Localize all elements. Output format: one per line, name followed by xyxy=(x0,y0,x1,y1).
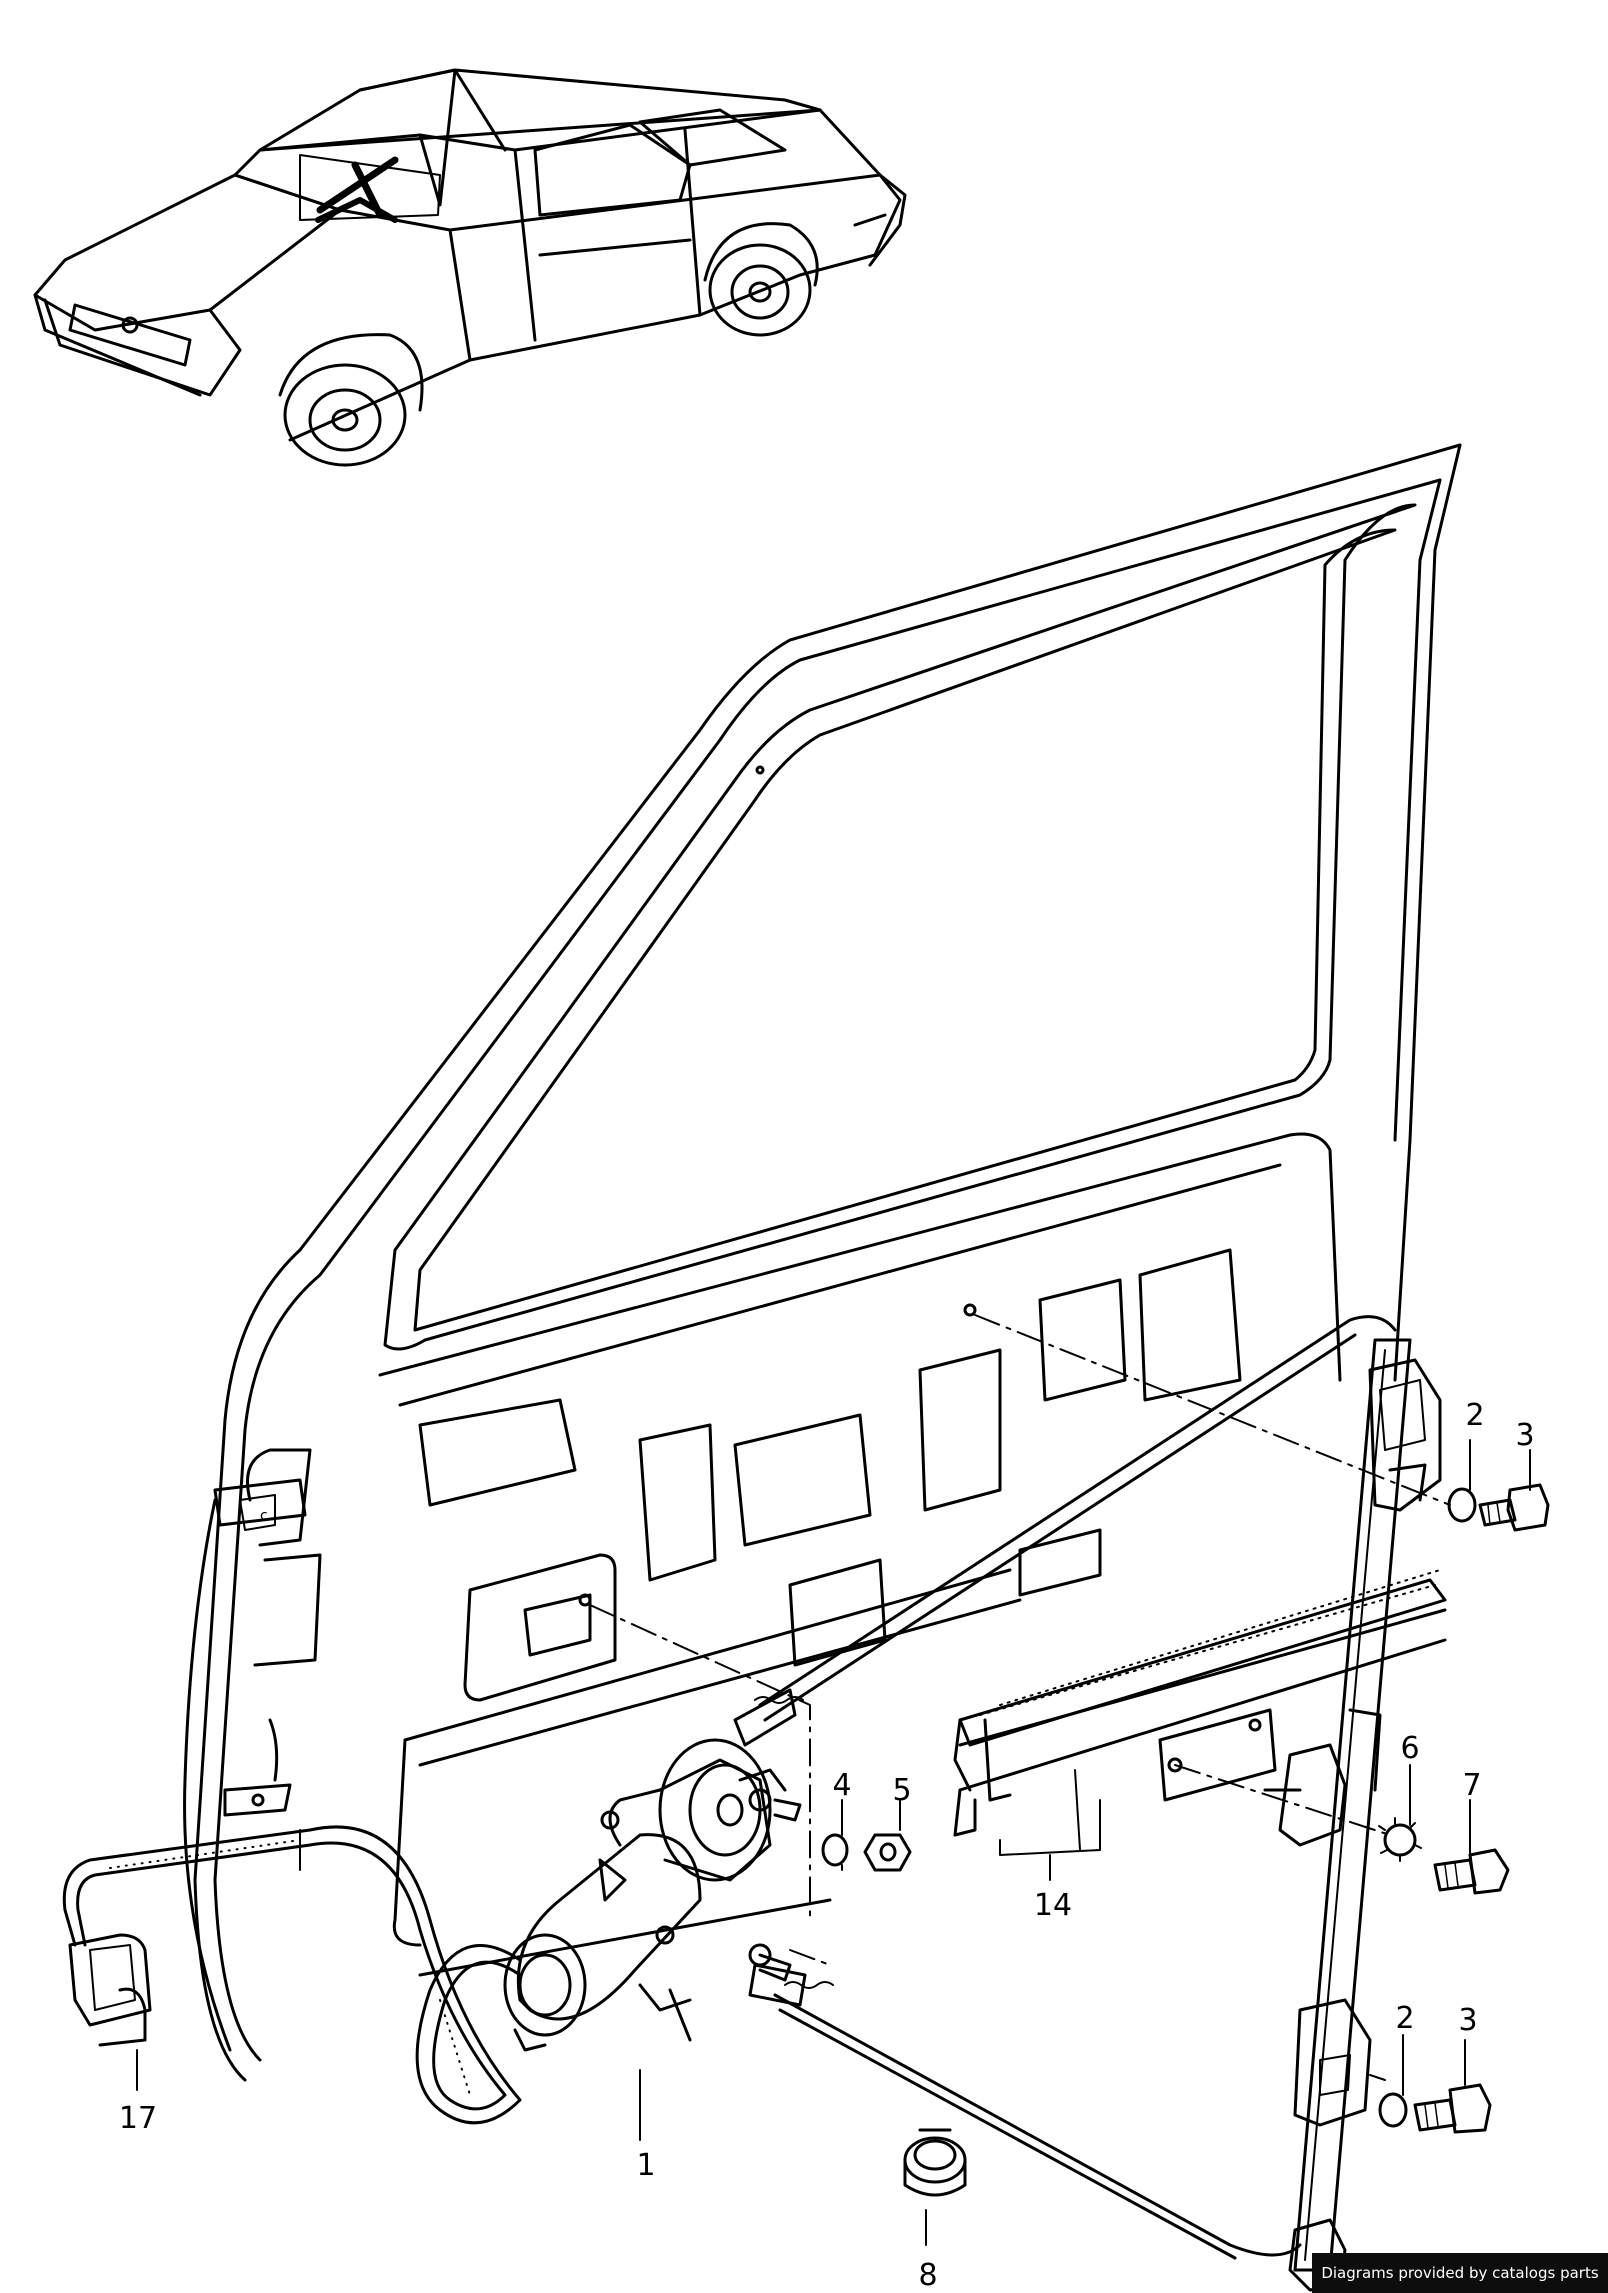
callout-2-upper: 2 xyxy=(1465,1398,1484,1433)
grommet-8 xyxy=(903,2128,967,2197)
window-regulator xyxy=(758,1315,1447,2292)
callout-3-lower: 3 xyxy=(1458,2003,1477,2038)
car-thumbnail xyxy=(33,68,907,467)
callout-8: 8 xyxy=(918,2258,937,2293)
callout-6: 6 xyxy=(1400,1731,1419,1766)
nut-5 xyxy=(863,1833,912,1872)
leader-lines xyxy=(136,1439,1531,2246)
svg-text:c: c xyxy=(260,1508,268,1524)
callout-4: 4 xyxy=(832,1768,851,1803)
washer-4 xyxy=(821,1833,849,1867)
callout-14: 14 xyxy=(1034,1888,1072,1923)
lock-washer-6 xyxy=(1383,1823,1417,1857)
callout-labels: 2 3 4 5 6 7 14 2 3 1 17 8 xyxy=(119,1398,1535,2293)
callout-17: 17 xyxy=(119,2101,157,2136)
wiring-harness xyxy=(62,1825,522,2125)
washer-2-upper xyxy=(1447,1487,1477,1523)
callout-5: 5 xyxy=(892,1773,911,1808)
callout-2-lower: 2 xyxy=(1395,2001,1414,2036)
credit-banner: Diagrams provided by catalogs parts xyxy=(1312,2253,1608,2293)
callout-7: 7 xyxy=(1462,1768,1481,1803)
washer-2-lower xyxy=(1378,2092,1408,2128)
bolt-3-upper xyxy=(1478,1498,1517,1527)
door-panel: c xyxy=(183,443,1462,2082)
window-motor xyxy=(503,1688,834,2052)
fasteners xyxy=(821,1483,1550,2197)
callout-3-upper: 3 xyxy=(1515,1418,1534,1453)
callout-1: 1 xyxy=(636,2148,655,2183)
